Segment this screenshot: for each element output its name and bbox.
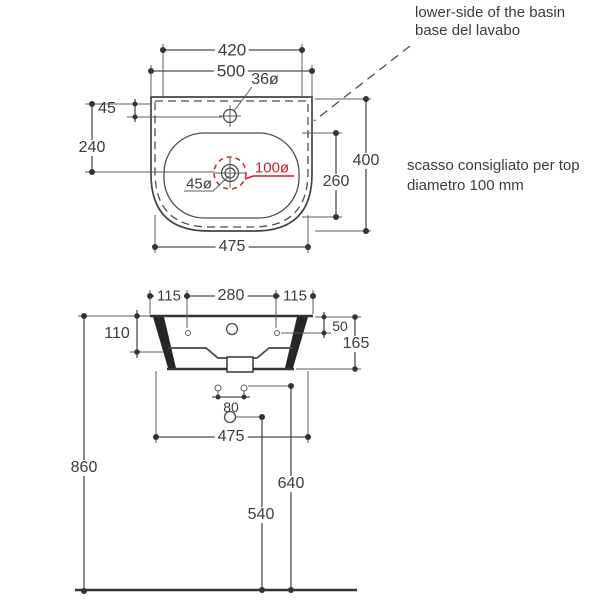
front-drain-hole-icon xyxy=(223,410,237,424)
front-dim-280-label: 280 xyxy=(214,288,248,304)
front-left-wall xyxy=(153,317,176,368)
front-overflow-hole-icon xyxy=(225,322,239,336)
front-dim-860-label: 860 xyxy=(67,460,101,476)
plan-dim-475-label: 475 xyxy=(215,239,249,255)
front-dim-110 xyxy=(78,310,163,358)
front-dim-165-label: 165 xyxy=(339,336,373,352)
front-dim-640-label: 640 xyxy=(274,476,308,492)
front-dim-50 xyxy=(281,312,361,338)
front-dim-110-label: 110 xyxy=(104,325,130,342)
tap-hole-icon xyxy=(219,105,241,127)
front-dim-860 xyxy=(81,313,87,594)
front-drain-stub xyxy=(226,356,254,373)
plan-dim-400-label: 400 xyxy=(349,153,383,169)
plan-dim-45-label: 45 xyxy=(98,100,116,117)
cutout-note-line2: diametro 100 mm xyxy=(407,177,524,194)
tap-hole-leader-line xyxy=(233,86,253,112)
plan-dim-500-label: 500 xyxy=(213,62,249,80)
cutout-leader-line xyxy=(244,175,294,180)
front-dim-80-label: 80 xyxy=(223,399,239,415)
front-dim-80 xyxy=(212,384,250,400)
plan-dim-240 xyxy=(85,101,215,175)
plan-dim-420-label: 420 xyxy=(214,41,250,59)
drain-leader-line xyxy=(184,175,230,192)
plan-view xyxy=(85,44,411,253)
front-dim-115-left-label: 115 xyxy=(154,288,184,304)
cutout-note-line1: scasso consigliato per top xyxy=(407,157,580,174)
tap-hole-diameter-label: 36ø xyxy=(251,71,279,88)
front-dim-50-label: 50 xyxy=(332,318,348,334)
drain-hole-icon xyxy=(215,158,245,188)
front-right-hole-icon xyxy=(274,330,280,336)
basin-note-line1: lower-side of the basin xyxy=(415,4,566,21)
plan-dim-45 xyxy=(85,99,222,122)
front-left-hole-icon xyxy=(185,330,191,336)
basin-note-leader-line xyxy=(313,45,411,122)
front-right-wall xyxy=(285,317,308,368)
cutout-circle-icon xyxy=(213,156,247,190)
front-dim-475-label: 475 xyxy=(214,429,248,445)
plan-base-dashed-outline xyxy=(154,100,309,228)
plan-dim-240-label: 240 xyxy=(75,140,109,156)
front-dim-540-label: 540 xyxy=(244,507,278,523)
cutout-diameter-label: 100ø xyxy=(254,159,290,177)
front-view xyxy=(75,290,361,594)
plan-dim-260-label: 260 xyxy=(319,174,353,190)
basin-note-line2: base del lavabo xyxy=(415,22,521,39)
front-dim-165 xyxy=(296,314,361,372)
front-dim-115-right-label: 115 xyxy=(280,288,310,304)
plan-outer-outline xyxy=(150,96,313,232)
drain-diameter-label: 45ø xyxy=(186,175,212,193)
plan-bowl-outline xyxy=(163,132,300,219)
